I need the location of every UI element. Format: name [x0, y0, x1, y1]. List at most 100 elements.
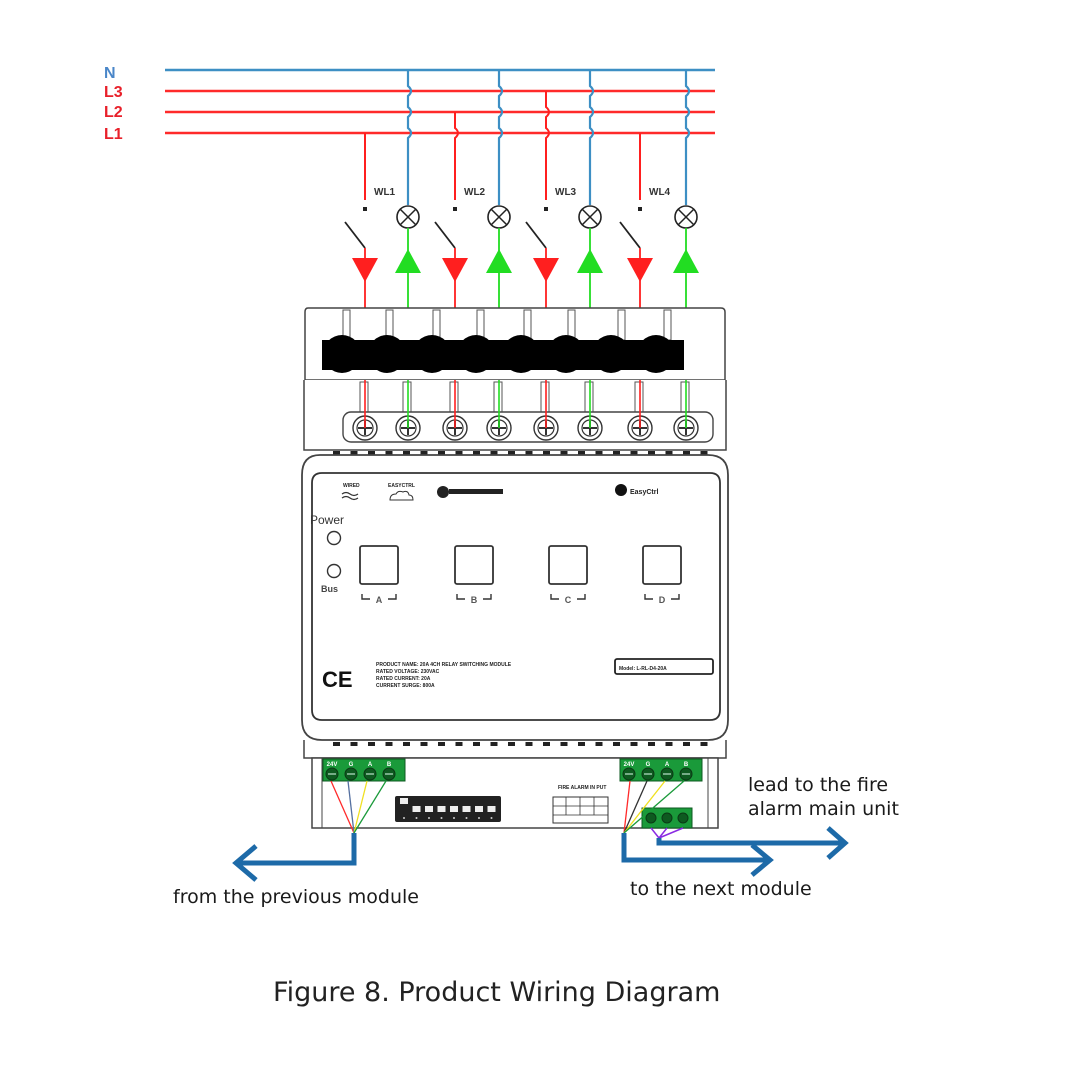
- switch-contact: [363, 207, 367, 211]
- bus-led-label: Bus: [321, 584, 338, 594]
- screw-slot: [402, 381, 412, 417]
- load-label: WL4: [649, 187, 671, 198]
- neutral-wire: [497, 70, 504, 205]
- figure-caption: Figure 8. Product Wiring Diagram: [273, 977, 720, 1008]
- switch-icon: [434, 221, 456, 249]
- bus-label-l2: L2: [104, 104, 123, 121]
- fire-alarm-label-line-2: alarm main unit: [748, 798, 899, 820]
- clamp-lobe: [413, 335, 451, 373]
- switch-contact: [638, 207, 642, 211]
- terminal-label: A: [665, 762, 670, 768]
- channel-button-label: B: [471, 595, 478, 605]
- dip-key: [475, 806, 483, 812]
- fire-alarm-input-label: FIRE ALARM IN PUT: [558, 785, 606, 791]
- bus-label-l3: L3: [104, 84, 123, 101]
- bus-wires-right: [623, 780, 685, 834]
- up-arrow-icon: [395, 249, 421, 273]
- terminal-label: A: [368, 762, 373, 768]
- dip-key: [425, 806, 433, 812]
- up-arrow-icon: [673, 249, 699, 273]
- arrow-to-fire-alarm: [656, 826, 849, 860]
- fire-alarm-input: FIRE ALARM IN PUT: [552, 785, 609, 824]
- terminal-label: G: [349, 762, 354, 768]
- load-label: WL3: [555, 187, 577, 198]
- channel-button-c[interactable]: C: [548, 545, 588, 605]
- clamp-lobe: [457, 335, 495, 373]
- neutral-wire: [684, 70, 691, 205]
- dip-key: [487, 806, 496, 812]
- bus-wires-left: [330, 780, 387, 834]
- product-info-line-4: CURRENT SURGE: 800A: [376, 683, 435, 689]
- neutral-wire: [588, 70, 595, 205]
- terminal-label: 24V: [327, 762, 338, 768]
- channel-button-d[interactable]: D: [642, 545, 682, 605]
- clamp-lobe: [323, 335, 361, 373]
- cloud-icon: [389, 490, 414, 501]
- switch-icon: [525, 221, 547, 249]
- screw-slot: [449, 381, 459, 417]
- switch-icon: [619, 221, 641, 249]
- fire-alarm-label-line-1: lead to the fire: [748, 774, 888, 796]
- dip-key: [462, 806, 471, 812]
- model-box: [614, 658, 714, 675]
- channel-button-label: D: [659, 595, 666, 605]
- channel-button-a[interactable]: A: [359, 545, 399, 605]
- screw-slot: [493, 381, 503, 417]
- channel-button-b[interactable]: B: [454, 545, 494, 605]
- clamp-lobe: [547, 335, 585, 373]
- up-arrow-icon: [486, 249, 512, 273]
- channel-button-label: C: [565, 595, 572, 605]
- ce-mark: CE: [322, 667, 353, 692]
- screw-slot: [634, 381, 644, 417]
- channel-button-label: A: [376, 595, 383, 605]
- easyctrl-label: EASYCTRL: [388, 483, 415, 489]
- to-next-label: to the next module: [630, 878, 812, 900]
- down-arrow-icon: [533, 258, 559, 282]
- bus-terminal-left: 24V G A B: [322, 758, 406, 782]
- top-slot: [663, 309, 672, 341]
- screw-slot: [540, 381, 550, 417]
- terminal-label: 24V: [624, 762, 635, 768]
- phase-wire: [454, 112, 459, 200]
- from-previous-label: from the previous module: [173, 886, 419, 908]
- switch-contact: [544, 207, 548, 211]
- fire-alarm-terminal: [641, 807, 693, 840]
- load-label: WL2: [464, 187, 486, 198]
- clamp-lobe: [502, 335, 540, 373]
- screw-slot: [359, 381, 369, 417]
- dip-switch[interactable]: [395, 796, 501, 822]
- power-led: [326, 530, 342, 546]
- switch-contact: [453, 207, 457, 211]
- clamp-lobe: [592, 335, 630, 373]
- dip-key: [450, 806, 458, 812]
- brand-name: EasyCtrl: [630, 489, 658, 496]
- top-slot: [617, 309, 626, 341]
- bus-label-l1: L1: [104, 126, 123, 143]
- wired-icon: [341, 491, 359, 501]
- switch-icon: [344, 221, 366, 249]
- brand-logo: EasyCtrl: [615, 484, 658, 496]
- bus-led: [326, 563, 342, 579]
- up-arrow-icon: [577, 249, 603, 273]
- product-info-line-2: RATED VOLTAGE: 230VAC: [376, 669, 440, 675]
- arrow-from-previous: [232, 833, 357, 882]
- clamp-lobe: [637, 335, 675, 373]
- phase-wire: [545, 91, 550, 200]
- dip-key: [400, 798, 408, 804]
- bus-label-n: N: [104, 65, 116, 82]
- terminal-label: B: [684, 762, 689, 768]
- partner-logo: [437, 486, 503, 498]
- power-label: Power: [310, 513, 344, 527]
- dip-key: [412, 806, 421, 812]
- arrow-to-next: [621, 833, 774, 877]
- screw-slot: [584, 381, 594, 417]
- down-arrow-icon: [627, 258, 653, 282]
- product-info-line-3: RATED CURRENT: 20A: [376, 676, 431, 682]
- terminal-label: B: [387, 762, 392, 768]
- neutral-wire: [406, 70, 413, 205]
- dip-key: [437, 806, 446, 812]
- load-label: WL1: [374, 187, 396, 198]
- model-label: Model: L-RL-D4-20A: [619, 666, 667, 672]
